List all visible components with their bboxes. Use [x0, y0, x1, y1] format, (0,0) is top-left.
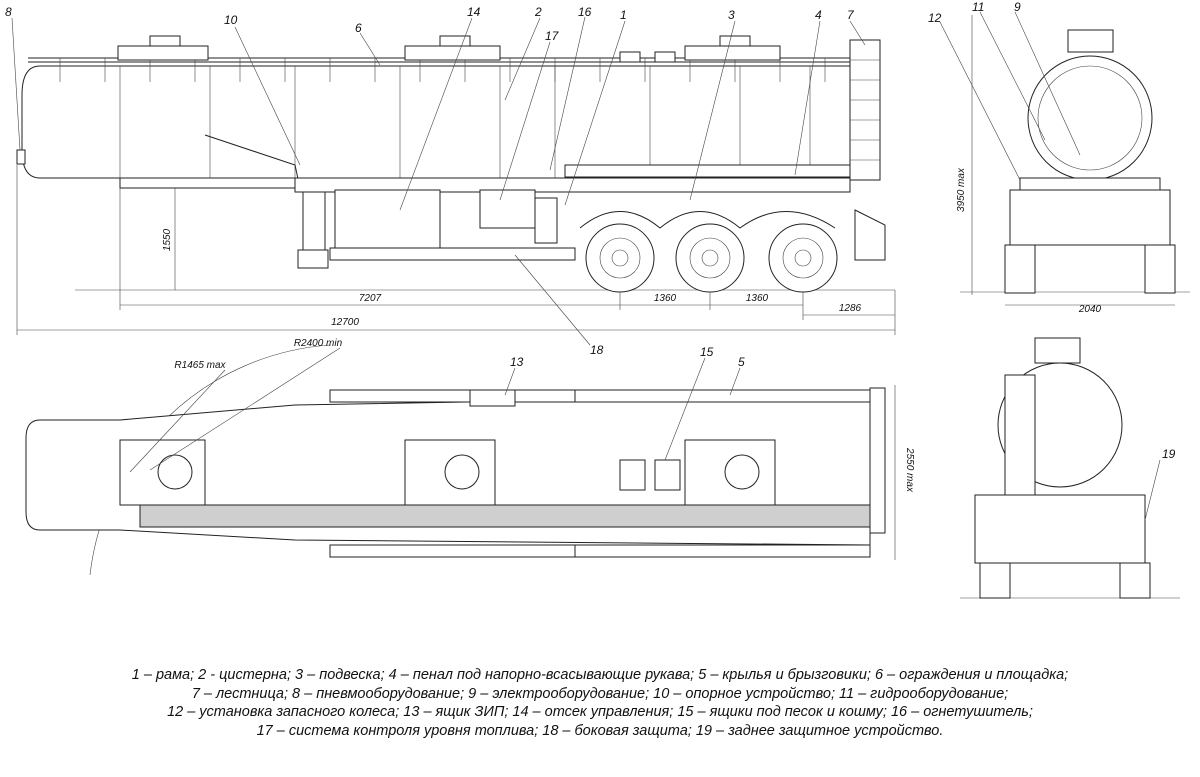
callout-11: 11 — [972, 0, 984, 14]
callout-leaders — [11, 11, 1161, 521]
technical-drawing: 7207 1360 1360 1286 12700 1550 3950 max … — [5, 0, 1190, 599]
dim-axle-spacing-2: 1360 — [746, 293, 769, 304]
callout-2: 2 — [534, 5, 542, 19]
callout-7: 7 — [847, 8, 855, 22]
legend-line-1: 1 – рама; 2 - цистерна; 3 – подвеска; 4 … — [131, 667, 1069, 683]
callout-19: 19 — [1162, 447, 1176, 461]
side-view: 7207 1360 1360 1286 12700 1550 — [16, 35, 896, 335]
dim-kingpin-axle: 7207 — [359, 293, 382, 304]
rear-view-open — [960, 337, 1180, 599]
dim-max-width: 2550 max — [904, 447, 915, 493]
dim-max-height: 3950 max — [956, 167, 967, 212]
dim-total-length: 12700 — [331, 317, 359, 328]
side-dimension-lines — [16, 165, 896, 335]
callout-18: 18 — [590, 343, 604, 357]
callouts: 8 10 6 14 2 17 16 1 3 4 7 18 12 11 9 13 … — [5, 0, 1176, 461]
callout-13: 13 — [510, 355, 524, 369]
callout-6: 6 — [355, 21, 362, 35]
callout-12: 12 — [928, 11, 942, 25]
legend-line-2: 7 – лестница; 8 – пневмооборудование; 9 … — [191, 685, 1009, 702]
callout-14: 14 — [467, 5, 481, 19]
legend-line-3: 12 – установка запасного колеса; 13 – ящ… — [167, 704, 1033, 721]
callout-9: 9 — [1014, 0, 1021, 14]
callout-5: 5 — [738, 355, 745, 369]
callout-1: 1 — [620, 8, 627, 22]
top-view: 2550 max R1465 max R2400 min — [25, 338, 915, 576]
callout-17: 17 — [545, 29, 560, 43]
dim-track-width: 2040 — [1078, 304, 1102, 315]
callout-16: 16 — [578, 5, 592, 19]
callout-8: 8 — [5, 5, 12, 19]
side-wheels — [585, 223, 838, 293]
legend-line-4: 17 – система контроля уровня топлива; 18… — [256, 722, 944, 739]
dim-rear-overhang: 1286 — [839, 303, 862, 314]
callout-10: 10 — [224, 13, 238, 27]
callout-4: 4 — [815, 8, 822, 22]
callout-15: 15 — [700, 345, 714, 359]
dim-coupling-height: 1550 — [162, 228, 173, 251]
dim-axle-spacing-1: 1360 — [654, 293, 677, 304]
rear-view: 3950 max 2040 — [956, 15, 1190, 315]
dim-turning-radius: R2400 min — [294, 338, 343, 349]
callout-3: 3 — [728, 8, 735, 22]
dim-front-radius: R1465 max — [174, 360, 226, 371]
legend: 1 – рама; 2 - цистерна; 3 – подвеска; 4 … — [20, 666, 1180, 740]
